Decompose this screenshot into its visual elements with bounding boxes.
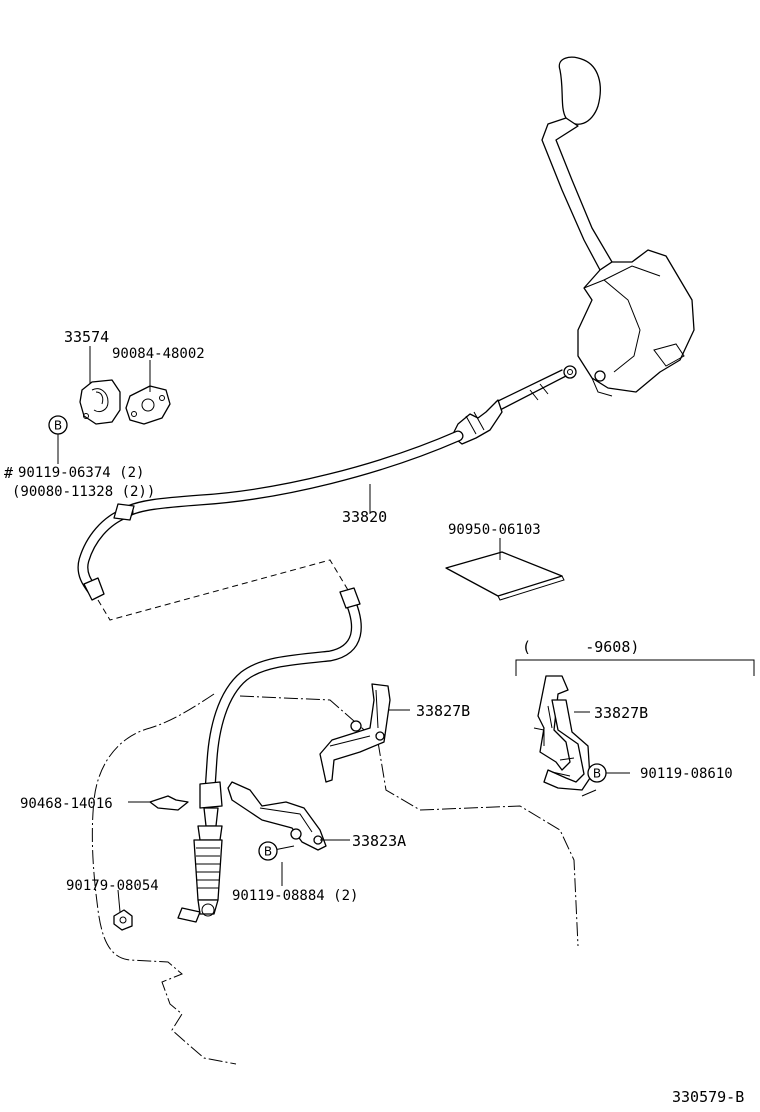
shift-lever-assembly <box>541 56 695 397</box>
cable-continuation-line <box>97 559 349 621</box>
label-90080-11328: (90080-11328 (2)) <box>12 484 155 500</box>
inset-bracket-33827b <box>515 659 755 797</box>
svg-text:B: B <box>593 767 601 781</box>
label-33823a: 33823A <box>352 832 406 850</box>
label-33574: 33574 <box>64 328 109 346</box>
shift-cable-lower <box>177 587 362 923</box>
diagram-reference-code: 330579-B <box>672 1088 744 1106</box>
label-90084-48002: 90084-48002 <box>112 346 205 362</box>
bracket-33823a <box>227 781 327 851</box>
bracket-33827b-main <box>319 683 391 783</box>
label-90119-06374: 90119-06374 (2) <box>18 465 144 481</box>
label-33827b-inset: 33827B <box>594 704 648 722</box>
transmission-case-outline <box>91 693 237 1065</box>
label-90179-08054: 90179-08054 <box>66 878 159 894</box>
badge-b-2: B <box>587 763 607 783</box>
label-90468-14016: 90468-14016 <box>20 796 113 812</box>
badge-b-1: B <box>48 415 68 435</box>
label-90119-08610: 90119-08610 <box>640 766 733 782</box>
clip-90468 <box>149 795 189 811</box>
label-date-range: ( -9608) <box>522 638 639 656</box>
nut-90179 <box>113 909 133 931</box>
label-hash-mark: # <box>4 464 13 482</box>
label-90950-06103: 90950-06103 <box>448 522 541 538</box>
shift-lever-rod <box>541 117 613 271</box>
label-33820: 33820 <box>342 508 387 526</box>
label-33827b-main: 33827B <box>416 702 470 720</box>
retainer-33574 <box>79 379 121 425</box>
leader-lines <box>57 346 630 913</box>
shift-cable-upper <box>77 369 567 601</box>
rod-end-eye <box>563 365 577 379</box>
shift-knob <box>558 56 601 125</box>
plate-90084 <box>125 385 171 425</box>
cable-boot-bellows <box>193 839 223 901</box>
svg-text:B: B <box>54 419 62 433</box>
label-90119-08884: 90119-08884 (2) <box>232 888 358 904</box>
badge-b-3: B <box>258 841 278 861</box>
svg-text:B: B <box>264 845 272 859</box>
sheet-90950 <box>445 551 565 601</box>
